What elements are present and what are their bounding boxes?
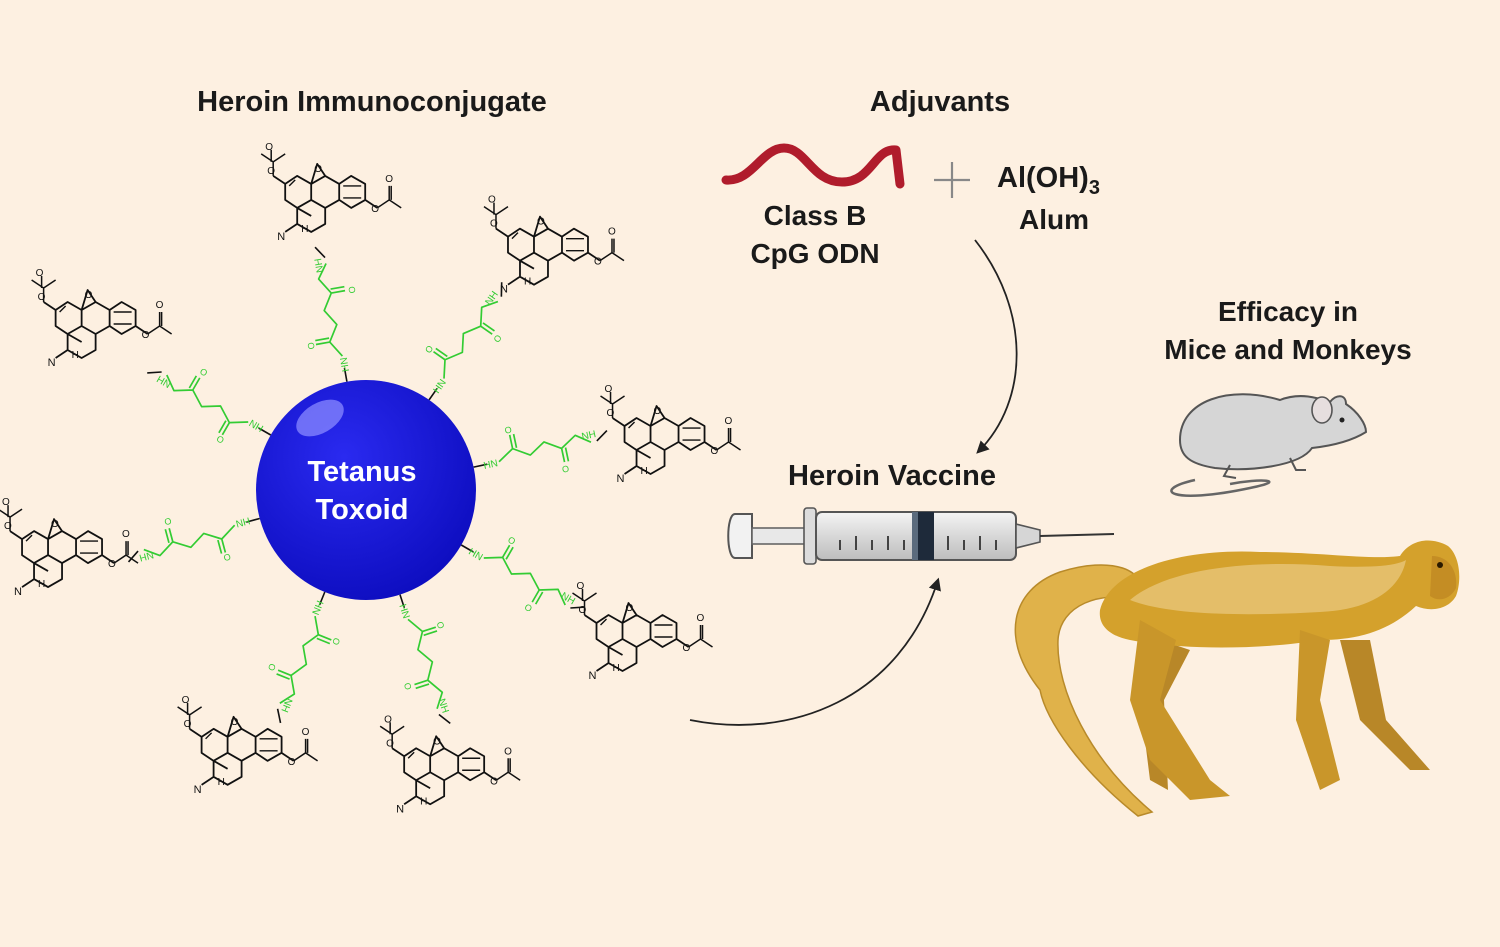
cpg-label-line2: CpG ODN — [750, 238, 880, 269]
cpg-wave-icon — [721, 143, 905, 189]
arm-upper-left — [30, 267, 276, 461]
vaccine-heading: Heroin Vaccine — [788, 460, 996, 492]
arm-bottom — [377, 592, 522, 817]
mouse-icon — [1170, 393, 1368, 497]
adjuvants-heading: Adjuvants — [869, 86, 1011, 118]
syringe-icon — [727, 507, 1115, 565]
monkey-icon — [1014, 540, 1460, 817]
alum-formula: Al(OH)3 — [997, 164, 1100, 198]
curved-arrow-conjugate — [689, 577, 941, 726]
efficacy-heading-line1: Efficacy in — [1217, 296, 1359, 327]
curved-arrow-adjuvants — [974, 239, 1018, 454]
alum-name: Alum — [1019, 204, 1089, 235]
arm-top-right — [406, 193, 625, 408]
conjugate-heading: Heroin Immunoconjugate — [197, 86, 547, 118]
tetanus-toxoid-sphere — [256, 380, 476, 600]
alum-formula-subscript: 3 — [1088, 176, 1100, 199]
arm-top — [260, 141, 403, 382]
conjugate-arms — [0, 141, 742, 817]
carrier-label-line2: Toxoid — [315, 494, 409, 526]
carrier-label-line1: Tetanus — [307, 456, 417, 488]
arm-left — [0, 495, 260, 599]
arm-lower-right — [456, 519, 714, 683]
cpg-label-line1: Class B — [763, 200, 867, 231]
arm-bottom-left — [176, 590, 354, 797]
plus-sign — [934, 162, 970, 198]
efficacy-heading-line2: Mice and Monkeys — [1164, 334, 1412, 365]
alum-formula-base: Al(OH) — [997, 162, 1089, 194]
arm-right — [473, 383, 742, 492]
